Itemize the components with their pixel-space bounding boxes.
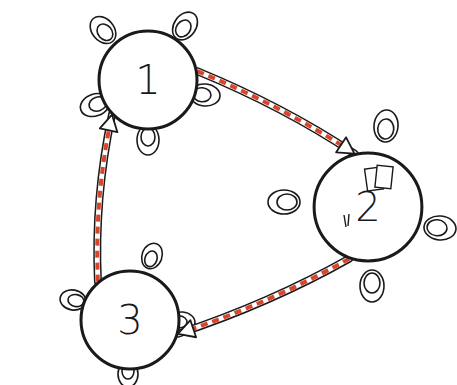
arrow-stripes <box>97 115 112 282</box>
round-table: 1 <box>98 30 198 130</box>
arrow-body <box>97 115 112 282</box>
arrow-outline <box>178 259 349 334</box>
arrow-stripes <box>178 259 349 334</box>
table-number: 2 <box>355 187 380 227</box>
arrow-stripes <box>197 71 354 154</box>
flow-arrow <box>97 115 117 282</box>
round-table: 3 <box>80 270 180 370</box>
arrow-body <box>197 71 354 154</box>
arrow-body <box>178 259 349 334</box>
table-number: 1 <box>135 60 160 100</box>
arrow-outline <box>97 115 112 282</box>
round-table: 2 <box>313 152 423 262</box>
table-number: 3 <box>117 300 142 340</box>
arrow-head <box>336 137 354 153</box>
flow-arrow <box>197 71 354 154</box>
arrow-head <box>178 320 196 337</box>
flow-arrow <box>178 259 349 338</box>
arrow-outline <box>197 71 354 154</box>
